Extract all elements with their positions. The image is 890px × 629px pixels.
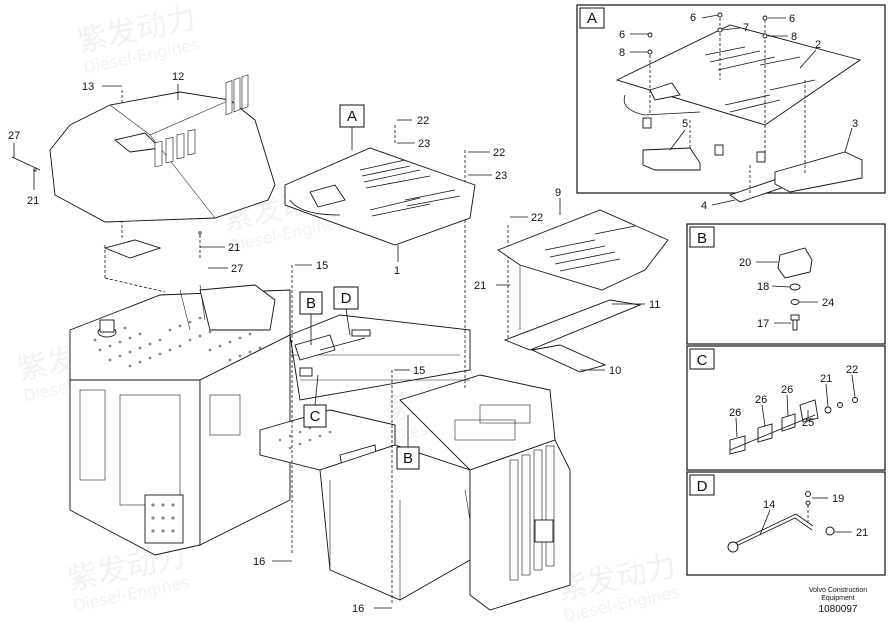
detail-c-part-25: 25 (802, 417, 814, 429)
detail-d-part-19: 19 (832, 493, 844, 505)
footer-company-line1: Volvo Construction (809, 587, 867, 594)
part-1: 1 (394, 265, 400, 277)
callout-b-main: B (306, 295, 316, 312)
part-21-left: 21 (27, 195, 39, 207)
part-13: 13 (82, 81, 94, 93)
part-23-top: 23 (418, 138, 430, 150)
detail-a-part-7: 7 (743, 22, 749, 34)
detail-b-part-20: 20 (739, 257, 751, 269)
cover-slots (544, 225, 636, 272)
detail-a-part-6-right: 6 (789, 13, 795, 25)
detail-b-part-24: 24 (822, 297, 834, 309)
part-10: 10 (609, 365, 621, 377)
detail-a-part-8-left: 8 (619, 47, 625, 59)
detail-b-part-18: 18 (757, 281, 769, 293)
detail-c-part-22: 22 (846, 364, 858, 376)
footer-company-line2: Equipment (821, 595, 855, 602)
part-side-cover (497, 209, 669, 373)
part-22-top: 22 (417, 115, 429, 127)
detail-c-part-26-c: 26 (781, 384, 793, 396)
part-floor-plate (284, 147, 476, 246)
part-23-mid: 23 (495, 170, 507, 182)
part-11: 11 (649, 299, 660, 311)
detail-a-part-6-mid: 6 (690, 12, 696, 24)
main-callouts: A B B C D (299, 104, 420, 470)
detail-a-part-5: 5 (682, 118, 688, 130)
detail-box-label: B (697, 230, 707, 247)
detail-box-label: D (697, 478, 708, 495)
part-leader-lines (13, 14, 856, 609)
part-hood (11, 74, 276, 259)
part-21-cover: 21 (474, 280, 486, 292)
detail-a-part-4: 4 (701, 200, 707, 212)
main-frame-assembly (69, 284, 571, 611)
part-27-hood: 27 (231, 263, 243, 275)
detail-box-label: A (587, 10, 597, 27)
part-22-mid: 22 (493, 147, 505, 159)
detail-a-slots (704, 46, 816, 113)
detail-a-part-8-right: 8 (791, 31, 797, 43)
part-number-labels: 13 12 27 21 21 27 22 23 22 23 1 22 9 21 … (8, 12, 868, 615)
part-27-left: 27 (8, 130, 20, 142)
footer-doc-number: 1080097 (819, 604, 858, 615)
detail-d-part-14: 14 (763, 499, 775, 511)
part-21-hood: 21 (228, 242, 240, 254)
callout-b-lower: B (403, 450, 413, 467)
part-22-cover: 22 (531, 212, 543, 224)
hood-louvers (154, 74, 249, 168)
detail-box-d: D (686, 471, 886, 576)
part-15-lower: 15 (413, 365, 425, 377)
callout-d: D (341, 290, 352, 307)
callout-a: A (347, 108, 357, 125)
detail-a-part-6-left: 6 (619, 29, 625, 41)
detail-a-part-3: 3 (852, 118, 858, 130)
callout-c: C (310, 408, 321, 425)
detail-c-part-26-b: 26 (755, 394, 767, 406)
part-16-left: 16 (253, 556, 265, 568)
part-15-upper: 15 (316, 260, 328, 272)
part-9: 9 (555, 187, 561, 199)
plate-slots (359, 159, 461, 217)
part-12: 12 (172, 71, 184, 83)
detail-box-b: B (686, 223, 886, 345)
grille-slots (509, 445, 555, 581)
detail-d-part-21: 21 (856, 527, 868, 539)
detail-c-part-21: 21 (820, 373, 832, 385)
detail-box-a: A (576, 4, 886, 203)
detail-b-part-17: 17 (757, 318, 769, 330)
detail-box-c: C (686, 345, 886, 471)
footer-block: Volvo Construction Equipment 1080097 (809, 587, 867, 615)
detail-c-part-26-a: 26 (729, 407, 741, 419)
detail-a-part-2: 2 (815, 39, 821, 51)
part-16-bottom: 16 (352, 603, 364, 615)
detail-box-label: C (697, 352, 708, 369)
